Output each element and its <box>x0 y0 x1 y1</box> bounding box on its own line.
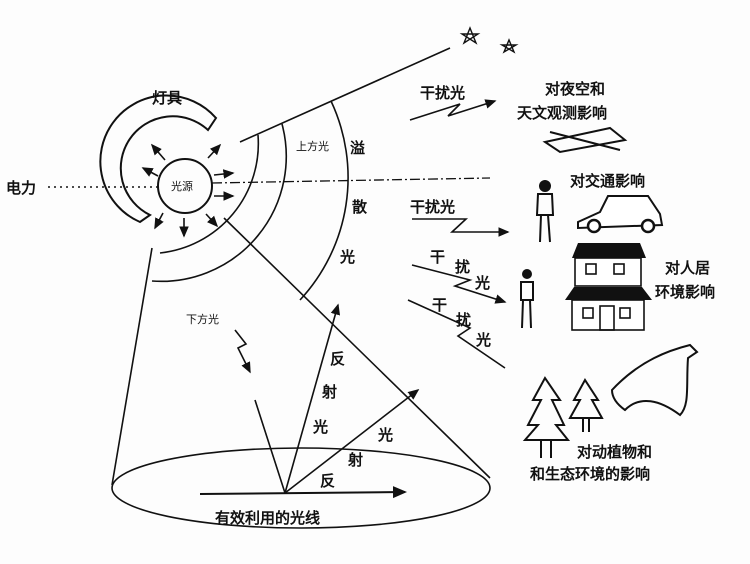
impact-night-sky: 天文观测影响 <box>517 104 607 122</box>
interference-arrow <box>409 99 497 121</box>
star-icon <box>499 38 519 54</box>
interference-char: 光 <box>475 331 491 349</box>
impact-night-sky: 对夜空和 <box>545 80 605 98</box>
spill-light-char: 溢 <box>350 139 365 157</box>
airplane-icon <box>542 126 628 154</box>
interference-char: 扰 <box>455 258 470 276</box>
reflected-light-char: 光 <box>377 426 393 444</box>
interference-char: 光 <box>474 274 490 292</box>
reflected-light-char: 射 <box>321 383 337 401</box>
reflected-light-char: 反 <box>330 350 345 368</box>
impact-ecology: 和生态环境的影响 <box>530 465 650 483</box>
cone-left-edge <box>111 247 153 486</box>
car-icon <box>577 195 664 234</box>
interference-char: 扰 <box>456 311 471 329</box>
tree-icon <box>522 376 604 458</box>
light-source-circle <box>157 158 213 214</box>
impact-ecology: 对动植物和 <box>577 443 652 461</box>
interference-light-label: 干扰光 <box>410 198 455 216</box>
interference-arrow <box>411 264 507 304</box>
arc-inner <box>159 134 260 254</box>
bird-icon <box>610 343 699 417</box>
interference-char: 干 <box>432 296 447 314</box>
interference-arrow <box>407 299 506 369</box>
ground-ellipse <box>111 447 491 529</box>
reflected-ray-2 <box>284 389 420 494</box>
luminaire-label: 灯具 <box>152 89 182 107</box>
arc-spill <box>299 100 349 301</box>
downward-light-label: 下方光 <box>186 312 219 326</box>
reflected-ray-1 <box>284 303 341 494</box>
axis-line <box>211 177 491 184</box>
interference-arrow <box>412 218 510 237</box>
upper-boundary-line <box>239 47 451 143</box>
interference-char: 干 <box>430 248 445 266</box>
downward-arrow <box>234 329 251 374</box>
reflected-light-char: 射 <box>347 451 363 469</box>
incident-ray <box>254 399 286 494</box>
cone-right-edge <box>223 217 491 479</box>
star-icon <box>459 26 481 45</box>
light-source-label: 光源 <box>171 179 193 193</box>
upward-light-label: 上方光 <box>296 139 329 153</box>
useful-light-arrow <box>199 486 407 499</box>
luminaire-reflector <box>99 94 218 224</box>
reflected-light-char: 光 <box>312 418 328 436</box>
pedestrian-icon <box>535 180 555 243</box>
impact-residential: 对人居 <box>665 259 710 277</box>
arc-middle <box>151 123 287 283</box>
emission-arrows <box>141 143 235 238</box>
useful-light-label: 有效利用的光线 <box>215 509 320 527</box>
house-icon <box>565 243 652 331</box>
resident-icon <box>520 269 534 329</box>
reflected-light-char: 反 <box>320 472 335 490</box>
spill-light-char: 光 <box>339 248 355 266</box>
spill-light-char: 散 <box>352 198 368 216</box>
impact-traffic: 对交通影响 <box>570 172 645 190</box>
interference-light-label: 干扰光 <box>420 84 465 102</box>
impact-residential: 环境影响 <box>655 283 715 301</box>
power-label: 电力 <box>6 179 36 197</box>
